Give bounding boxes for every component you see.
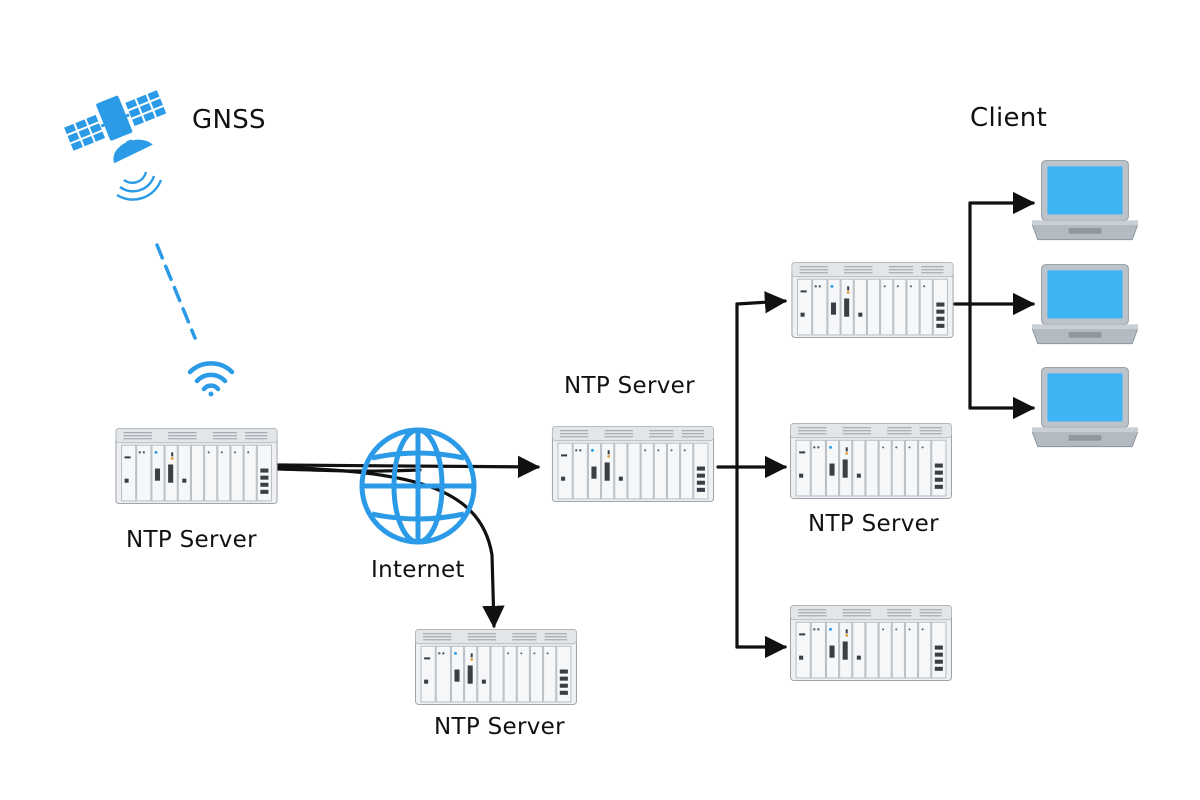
ntp-server-right-mid-label: NTP Server [808, 511, 939, 537]
client-laptop-1-icon [1032, 160, 1138, 241]
ntp-server-mid-icon [551, 426, 715, 502]
ntp-server-mid-label: NTP Server [564, 373, 695, 399]
ntp-server-source-label: NTP Server [126, 527, 257, 553]
gnss-label: GNSS [192, 105, 266, 135]
gnss-dashed-link [155, 243, 197, 340]
client-laptop-3-icon [1032, 367, 1138, 448]
ntp-server-bottom-label: NTP Server [434, 714, 565, 740]
satellite-icon [64, 90, 167, 151]
ntp-server-right-mid-icon [790, 423, 952, 499]
client-label: Client [970, 103, 1048, 133]
internet-label: Internet [371, 557, 465, 583]
globe-icon [359, 427, 477, 545]
client-laptop-2-icon [1032, 264, 1138, 345]
link-source-to-mid [276, 455, 541, 479]
wifi-signal-icon [187, 361, 235, 397]
ntp-server-right-bottom-icon [790, 605, 952, 681]
link-bus-to-right-top [735, 291, 788, 314]
link-source-to-bottom [276, 465, 505, 629]
ntp-server-bottom-icon [415, 629, 577, 705]
ntp-server-source-icon [115, 428, 278, 504]
satellite-dish-icon [113, 139, 163, 201]
ntp-server-right-top-icon [791, 262, 954, 338]
